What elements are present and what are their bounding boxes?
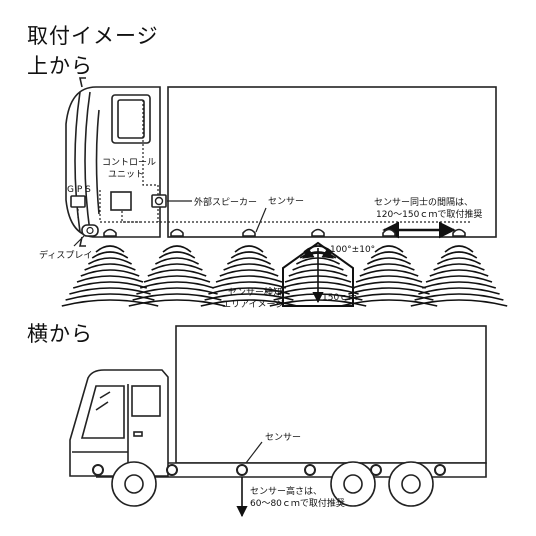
side-sensor-5	[370, 464, 382, 476]
side-sensors	[92, 464, 446, 476]
side-sensor-6	[434, 464, 446, 476]
height-label-2: 60～80ｃｍで取付推奨	[250, 497, 345, 509]
sensor-6	[410, 228, 508, 307]
top-sensor-label: センサー	[268, 196, 304, 207]
height-label-1: センサー高さは、	[250, 485, 322, 497]
gps-unit: G P S	[67, 185, 91, 208]
control-unit: コントロール ユニット	[102, 158, 156, 211]
area-label-1: センサー検知	[228, 286, 282, 298]
display-label: ディスプレイ	[39, 249, 92, 261]
side-sensor-1	[92, 464, 104, 476]
side-sensor-3	[236, 464, 248, 476]
page-heading: 取付イメージ	[27, 24, 159, 48]
control-unit-label-2: ユニット	[108, 170, 144, 180]
external-speaker-label: 外部スピーカー	[194, 196, 257, 208]
side-sensor-4	[304, 464, 316, 476]
side-view-truck	[69, 325, 487, 507]
sensor-3	[200, 228, 298, 307]
detection-area-outline	[282, 241, 354, 307]
side-sensor-label: センサー	[265, 432, 301, 443]
external-speaker: 外部スピーカー	[151, 194, 257, 208]
gps-label: G P S	[67, 185, 91, 195]
display-unit: ディスプレイ	[39, 224, 99, 261]
spacing-label-2: 120～150ｃｍで取付推奨	[376, 208, 482, 220]
top-view-truck	[65, 77, 497, 247]
side-sensor-2	[166, 464, 178, 476]
sensor-1	[61, 228, 159, 307]
angle-label: 100°±10°	[330, 245, 375, 255]
side-view-title: 横から	[27, 322, 93, 346]
top-view-title: 上から	[27, 54, 93, 78]
distance-label: 150ｃｍ	[322, 293, 357, 303]
spacing-label-1: センサー同士の間隔は、	[374, 196, 473, 208]
sensor-5	[340, 228, 438, 307]
sensor-2	[128, 228, 226, 307]
area-label-2: エリアイメージ	[222, 300, 284, 310]
control-unit-label-1: コントロール	[102, 158, 156, 168]
